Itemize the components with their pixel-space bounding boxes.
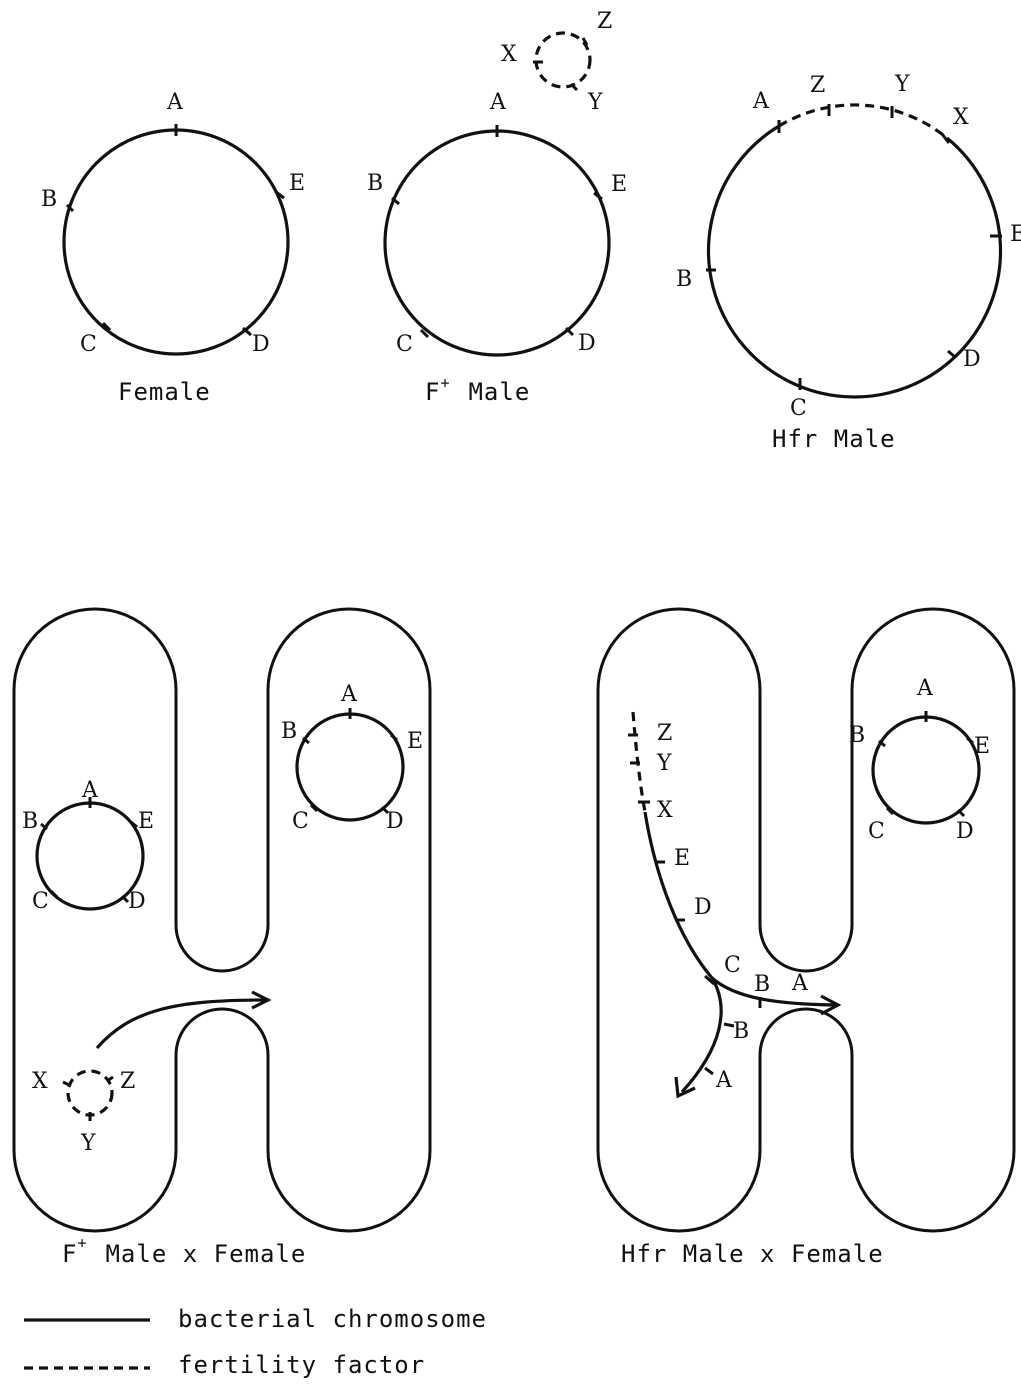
- gene-label: E: [1010, 222, 1021, 247]
- gene-label: B: [41, 187, 57, 212]
- legend-dashed-label: fertility factor: [178, 1351, 425, 1379]
- gene-label: Z: [597, 9, 612, 34]
- hfr-cross-caption: Hfr Male x Female: [621, 1240, 884, 1268]
- hfr-transfer-strand: Z Y X E D C B A B A: [628, 712, 838, 1096]
- gene-label: E: [407, 729, 423, 754]
- gene-label: C: [868, 819, 885, 844]
- f-plus-recipient-chromosome: A E D C B: [281, 682, 423, 834]
- hfr-male-chromosome: A Z Y X E D C B: [676, 72, 1021, 421]
- female-caption: Female: [118, 378, 211, 406]
- gene-label: A: [81, 778, 99, 803]
- f-plus-male-chromosome: A E D C B: [367, 90, 627, 357]
- gene-label: X: [32, 1069, 48, 1094]
- gene-label: Z: [120, 1069, 135, 1094]
- gene-label: B: [754, 972, 770, 997]
- gene-label: A: [916, 676, 934, 701]
- hfr-recipient-chromosome: A E D C B: [849, 676, 990, 844]
- gene-label: E: [611, 172, 627, 197]
- gene-label: D: [956, 819, 974, 844]
- gene-label: B: [849, 723, 865, 748]
- gene-label: Z: [810, 73, 825, 98]
- gene-label: A: [340, 682, 358, 707]
- gene-label: Y: [587, 90, 603, 115]
- f-plus-male-caption: F+Male: [425, 374, 530, 406]
- gene-label: A: [752, 89, 770, 114]
- f-plus-mating-pair-outline: [14, 609, 430, 1231]
- gene-label: C: [724, 953, 741, 978]
- gene-label: X: [657, 798, 673, 823]
- gene-label: Y: [894, 72, 910, 97]
- gene-label: C: [32, 889, 49, 914]
- gene-label: D: [963, 347, 981, 372]
- gene-label: A: [715, 1068, 733, 1093]
- gene-label: Y: [80, 1131, 96, 1156]
- gene-label: D: [694, 895, 712, 920]
- gene-label: B: [676, 267, 692, 292]
- gene-label: C: [292, 809, 309, 834]
- gene-label: X: [501, 42, 517, 67]
- female-cell-chromosome: A E D C B: [41, 90, 305, 357]
- gene-label: E: [138, 809, 154, 834]
- gene-label: D: [128, 889, 146, 914]
- gene-label: D: [252, 332, 270, 357]
- legend-solid-label: bacterial chromosome: [178, 1305, 487, 1333]
- gene-label: C: [790, 396, 807, 421]
- gene-label: D: [578, 331, 596, 356]
- gene-label: E: [289, 171, 305, 196]
- gene-label: B: [22, 809, 38, 834]
- gene-label: B: [367, 171, 383, 196]
- hfr-male-caption: Hfr Male: [772, 425, 896, 453]
- f-plus-plasmid: Z Y X: [501, 9, 612, 115]
- gene-label: A: [489, 90, 507, 115]
- f-plus-cross-caption: F+Male x Female: [62, 1234, 306, 1268]
- gene-label: D: [386, 809, 404, 834]
- gene-label: C: [80, 332, 97, 357]
- gene-label: E: [974, 734, 990, 759]
- gene-label: B: [733, 1019, 749, 1044]
- f-plus-cross-plasmid: X Z Y: [32, 1069, 135, 1156]
- legend: bacterial chromosome fertility factor: [24, 1305, 487, 1379]
- gene-label: Y: [656, 751, 672, 776]
- gene-label: C: [396, 332, 413, 357]
- f-plus-donor-chromosome: A E D C B: [22, 778, 154, 914]
- gene-label: E: [674, 846, 690, 871]
- gene-label: X: [953, 105, 969, 130]
- gene-label: Z: [657, 721, 672, 746]
- gene-label: A: [791, 971, 809, 996]
- gene-label: A: [166, 90, 184, 115]
- gene-label: B: [281, 719, 297, 744]
- f-plus-transfer-arrow: [97, 992, 268, 1048]
- hfr-mating-pair-outline: [598, 609, 1014, 1231]
